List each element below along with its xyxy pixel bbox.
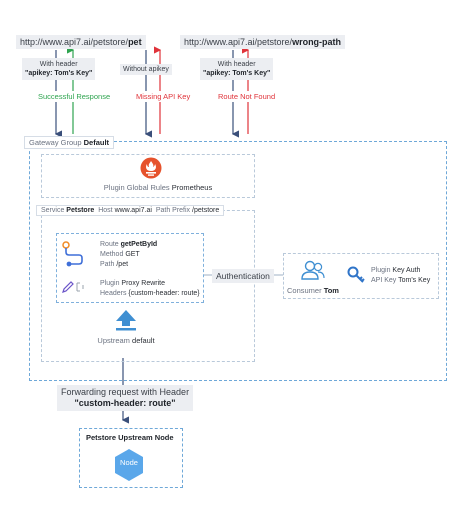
consumer-name: Tom (323, 286, 339, 295)
route-plugin-details: Plugin Proxy Rewrite Headers {custom-hea… (100, 279, 200, 299)
method-caption: Method (100, 251, 124, 258)
service-host-caption: Host (98, 207, 113, 214)
response-missing-label: Missing API Key (134, 91, 193, 102)
service-caption: Service (41, 207, 65, 214)
route-icon (61, 239, 87, 269)
upstream-icon (114, 309, 138, 331)
plugin-edit-icon (61, 280, 87, 294)
global-rules-value: Prometheus (171, 183, 213, 192)
forwarding-line1: Forwarding request with Header (61, 387, 190, 397)
route-plugin-caption: Plugin (100, 280, 120, 287)
upstream-text: Upstream default (86, 336, 166, 345)
headers-caption: Headers (100, 290, 127, 297)
url-wrong: http://www.api7.ai/petstore/wrong-path (180, 35, 346, 49)
consumer-plugin-details: Plugin Key Auth API Key Tom's Key (371, 266, 430, 286)
gateway-group-caption: Gateway Group (29, 138, 82, 147)
prometheus-icon (140, 157, 162, 179)
consumer-plugin-caption: Plugin (371, 267, 391, 274)
global-rules-box (41, 154, 255, 198)
gateway-group-label: Gateway Group Default (24, 136, 115, 149)
gateway-group-box (29, 141, 447, 381)
left-request-label: With header "apikey: Tom's Key" (22, 58, 96, 80)
response-success-label: Successful Response (36, 91, 113, 102)
consumer-text: Consumer Tom (287, 286, 339, 295)
upstream-caption: Upstream (97, 336, 130, 345)
service-prefix: /petstore (192, 207, 220, 214)
route-headers: {custom-header: route} (128, 290, 200, 297)
route-name: getPetById (120, 241, 158, 248)
route-path: /pet (116, 261, 129, 268)
consumer-box (283, 253, 439, 299)
consumer-caption: Consumer (287, 286, 322, 295)
service-host: www.api7.ai (114, 207, 152, 214)
url-pet: http://www.api7.ai/petstore/pet (16, 35, 146, 49)
consumer-icon (300, 259, 326, 281)
gateway-group-name: Default (83, 138, 110, 147)
global-rules-caption: Plugin Global Rules (103, 183, 170, 192)
left-request-line2: "apikey: Tom's Key" (25, 70, 93, 77)
service-prefix-caption: Path Prefix (155, 207, 191, 214)
response-notfound-label: Route Not Found (216, 91, 278, 102)
node-hexagon (113, 448, 145, 482)
service-name: Petstore (66, 207, 95, 214)
key-icon (347, 266, 365, 284)
forwarding-line2: "custom-header: route" (74, 398, 176, 408)
url-pet-prefix: http://www.api7.ai/petstore/ (20, 37, 129, 47)
route-caption: Route (100, 241, 119, 248)
consumer-plugin: Key Auth (392, 267, 421, 274)
url-pet-path: pet (128, 37, 142, 47)
global-rules-text: Plugin Global Rules Prometheus (93, 183, 223, 192)
route-details: Route getPetById Method GET Path /pet (100, 240, 157, 270)
right-request-label: With header "apikey: Tom's Key" (200, 58, 274, 80)
node-label: Node (120, 458, 138, 467)
upstream-node-box (79, 428, 183, 488)
url-wrong-prefix: http://www.api7.ai/petstore/ (184, 37, 293, 47)
api-key-caption: API Key (371, 277, 397, 284)
route-plugin: Proxy Rewrite (121, 280, 165, 287)
path-caption: Path (100, 261, 115, 268)
right-request-line2: "apikey: Tom's Key" (203, 70, 271, 77)
upstream-node-title: Petstore Upstream Node (86, 433, 174, 442)
middle-request-label: Without apikey (120, 64, 172, 75)
forwarding-label: Forwarding request with Header "custom-h… (57, 385, 194, 411)
service-label: Service Petstore Host www.api7.ai Path P… (36, 205, 225, 216)
url-wrong-path: wrong-path (292, 37, 342, 47)
route-method: GET (125, 251, 140, 258)
left-request-line1: With header (39, 61, 78, 68)
consumer-api-key: Tom's Key (398, 277, 431, 284)
right-request-line1: With header (217, 61, 256, 68)
route-box (56, 233, 204, 303)
upstream-name: default (132, 336, 155, 345)
authentication-label: Authentication (212, 269, 274, 283)
